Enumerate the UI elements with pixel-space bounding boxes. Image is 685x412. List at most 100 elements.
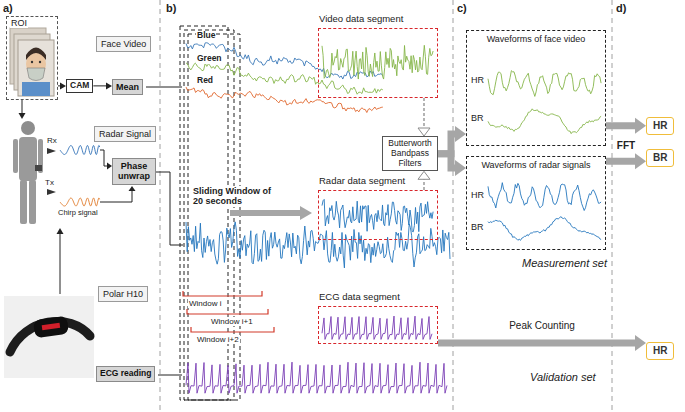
- face-photo: [10, 28, 54, 96]
- connector-line: [438, 154, 456, 168]
- antenna-symbol: [47, 189, 56, 195]
- process-arrow: [438, 154, 466, 176]
- data-segment-box: Video data segment: [318, 28, 438, 98]
- node-label: HR: [653, 345, 667, 357]
- window-label: Window i+2: [196, 335, 240, 344]
- node-label: ROI: [10, 18, 28, 28]
- flow-arrow: [22, 100, 23, 114]
- connector-line: [438, 340, 636, 347]
- chirp-wave: [60, 146, 100, 155]
- sliding-window-box: [188, 34, 240, 400]
- source-label-box: Radar Signal: [94, 126, 156, 142]
- source-label-box: Face Video: [96, 36, 151, 52]
- node-label: Mean: [116, 82, 139, 92]
- window-note: Sliding Window of 20 seconds: [192, 186, 280, 207]
- arrow-head: [418, 128, 430, 136]
- arrow-head: [455, 126, 466, 142]
- connector-line: [423, 98, 424, 128]
- section-divider: [612, 0, 613, 412]
- person-figure: [21, 121, 35, 135]
- panel-letter: c): [457, 2, 467, 15]
- process-box: Phase unwrap: [112, 158, 156, 185]
- filter-box: Butterworth Bandpass Filters: [382, 136, 438, 171]
- flow-arrow: [58, 82, 66, 89]
- node-label: ECG data segment: [319, 292, 400, 303]
- flow-arrow: [100, 191, 132, 202]
- set-label: Validation set: [530, 371, 596, 384]
- flow-arrow: [100, 150, 107, 166]
- signal-label: BR: [471, 222, 484, 232]
- heart-rate-waveform: [488, 71, 601, 97]
- antenna-label: Tx: [45, 178, 54, 187]
- node-label: Radar Signal: [99, 129, 151, 139]
- node-label: CAM: [70, 81, 89, 91]
- node-label: Radar data segment: [319, 176, 405, 187]
- flow-arrow: [156, 172, 183, 245]
- arrow-head: [635, 118, 646, 134]
- process-box: ECG reading: [96, 366, 155, 382]
- window-bracket: [191, 327, 274, 332]
- process-arrow: [438, 126, 466, 154]
- person-figure: [29, 180, 36, 224]
- antenna-symbol: [47, 148, 56, 195]
- node-label: Video data segment: [319, 14, 403, 25]
- chest-strap-photo: [4, 296, 94, 378]
- connector-line: [58, 85, 60, 86]
- connector-line: [93, 85, 106, 86]
- signal-label: Chirp signal: [58, 209, 98, 218]
- chest-strap-photo: [4, 296, 94, 378]
- signal-label: HR: [471, 190, 484, 200]
- flow-arrow: [57, 228, 64, 234]
- window-label: Window i+1: [210, 317, 254, 326]
- ecg-trace: [186, 362, 447, 393]
- connector-line: [606, 158, 636, 165]
- arrow-head: [635, 335, 646, 351]
- video-segment-waveform: [322, 45, 433, 79]
- node-label: HR: [653, 120, 667, 132]
- chest-strap-photo: [33, 316, 69, 339]
- source-label-box: Polar H10: [98, 286, 148, 302]
- flow-arrow: [19, 87, 184, 375]
- node-label: Face Video: [101, 39, 146, 49]
- node-label: Polar H10: [103, 289, 143, 299]
- result-box: HR: [646, 342, 674, 360]
- section-divider: [160, 0, 612, 412]
- window-bracket: [187, 309, 268, 314]
- camera-box: CAM: [66, 79, 93, 93]
- arrow-head: [418, 171, 430, 179]
- window-bracket: [183, 291, 274, 332]
- result-box: BR: [646, 149, 674, 167]
- node-label: Waveforms of face video: [467, 34, 605, 44]
- connector-line: [423, 179, 424, 190]
- roi-box: ROI: [6, 16, 58, 100]
- person-figure: [19, 137, 37, 181]
- process-arrow: [606, 118, 646, 134]
- window-label: Window i: [188, 299, 222, 308]
- waveform-panel: Waveforms of face videoHRBR: [466, 30, 606, 146]
- filter-arrow: [418, 171, 430, 190]
- sliding-arrow: [230, 210, 301, 216]
- edge-label: FFT: [615, 140, 637, 152]
- process-arrow: [438, 335, 646, 351]
- window-bracket: [183, 291, 262, 296]
- antenna-symbol: [47, 148, 56, 154]
- heart-rate-waveform: [488, 183, 601, 211]
- flow-arrow: [146, 87, 182, 88]
- process-arrow: [606, 153, 646, 169]
- flow-arrow: [60, 233, 61, 294]
- arrow-head: [455, 160, 466, 176]
- face-photo: [18, 40, 54, 96]
- data-segment-box: Radar data segment: [318, 190, 438, 240]
- data-segment-box: ECG data segment: [318, 306, 438, 344]
- breathing-waveform: [488, 109, 601, 134]
- chest-strap-photo: [42, 323, 61, 330]
- node-label: Waveforms of radar signals: [467, 160, 605, 170]
- section-divider: [160, 0, 161, 412]
- sliding-window-box: [184, 30, 234, 400]
- face-photo: [26, 48, 46, 61]
- person-figure: [20, 180, 27, 224]
